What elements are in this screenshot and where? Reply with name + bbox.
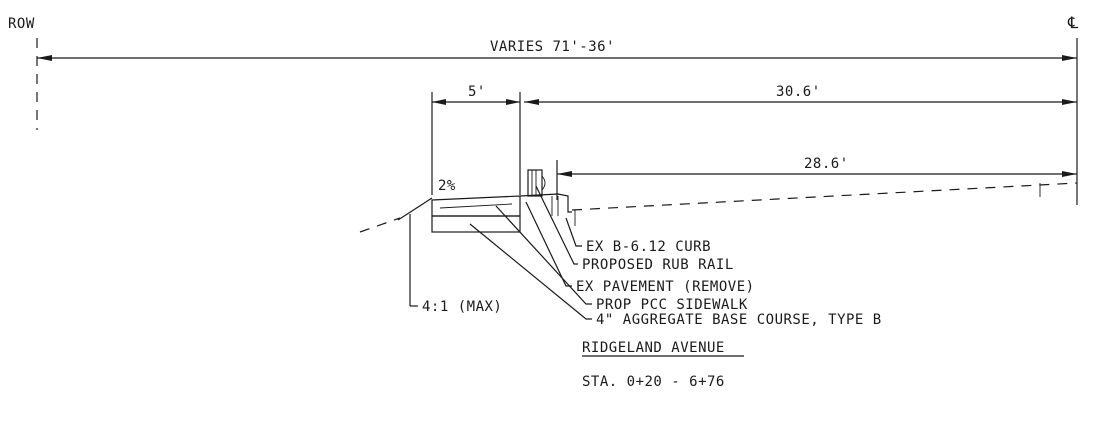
callout-leader-rub-rail [535, 185, 578, 265]
section-title: RIDGELAND AVENUE [582, 340, 725, 356]
slope-label: 2% [438, 178, 456, 194]
rail-to-centerline-dimension: 28.6' [556, 156, 1077, 200]
existing-grade-left [359, 217, 401, 233]
callout-leader-curb [565, 217, 582, 247]
side-slope-label: 4:1 (MAX) [422, 299, 502, 315]
callout-leader-sidewalk [495, 205, 592, 305]
station-range: STA. 0+20 - 6+76 [582, 374, 725, 390]
curb-to-centerline-dimension: 30.6' [524, 84, 1077, 105]
existing-curb [519, 193, 576, 226]
row-label: ROW [8, 16, 35, 32]
existing-grade-right [571, 182, 1078, 211]
callout-leader-pavement [525, 201, 572, 287]
callout-base: 4" AGGREGATE BASE COURSE, TYPE B [596, 312, 882, 328]
sidewalk-width-label: 5' [468, 84, 486, 100]
centerline-label: ℄ [1067, 13, 1079, 32]
sidewalk-width-dimension: 5' [431, 84, 521, 195]
overall-dimension: VARIES 71'-36' [37, 39, 1077, 61]
side-slope-line [397, 197, 433, 221]
sidewalk-section [431, 195, 521, 233]
overall-dimension-label: VARIES 71'-36' [490, 39, 615, 55]
rail-to-centerline-label: 28.6' [804, 156, 849, 172]
curb-to-centerline-label: 30.6' [776, 84, 821, 100]
callout-pavement: EX PAVEMENT (REMOVE) [576, 279, 755, 295]
callout-leader-base [469, 223, 592, 320]
callout-sidewalk: PROP PCC SIDEWALK [596, 297, 748, 313]
callout-rub-rail: PROPOSED RUB RAIL [582, 257, 734, 273]
rub-rail [527, 169, 546, 197]
callout-curb: EX B-6.12 CURB [586, 239, 711, 255]
